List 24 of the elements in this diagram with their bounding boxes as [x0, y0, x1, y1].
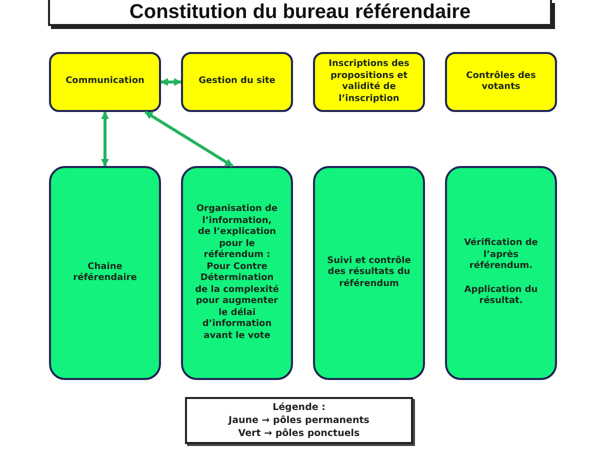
node-label: Application du résultat. — [463, 284, 539, 308]
double-arrow — [160, 78, 182, 86]
rounded-box — [445, 166, 557, 380]
node-label: Suivi et contrôle des résultats du référendum — [327, 256, 411, 290]
legend-entry: Vert → pôles ponctuels — [238, 427, 360, 440]
rounded-box — [181, 166, 293, 380]
title-text: Constitution du bureau référendaire — [129, 1, 471, 23]
rounded-box — [313, 166, 425, 380]
legend-entry: Jaune → pôles permanents — [228, 414, 370, 427]
rounded-box — [445, 52, 557, 112]
node-label: Contrôles des votants — [465, 70, 537, 94]
double-arrow — [101, 111, 109, 167]
node-label: Inscriptions des propositions et validité de l’inscription — [328, 59, 410, 105]
node-label: Gestion du site — [198, 76, 276, 88]
node-label: Communication — [66, 76, 144, 88]
rounded-box — [49, 52, 161, 112]
double-arrow — [144, 110, 234, 168]
rounded-box — [181, 52, 293, 112]
node-label: Organisation de l’information, de l’explication pour le référendum : Pour Contre Détermination de la complexité pour augmenter le délai d’information avant le vote — [195, 204, 279, 342]
node-label: Vérification de l’après référendum. — [463, 238, 539, 273]
node-label: Chaine référendaire — [72, 262, 138, 284]
rounded-box — [313, 52, 425, 112]
legend-heading: Légende : — [272, 401, 326, 414]
rounded-box — [49, 166, 161, 380]
